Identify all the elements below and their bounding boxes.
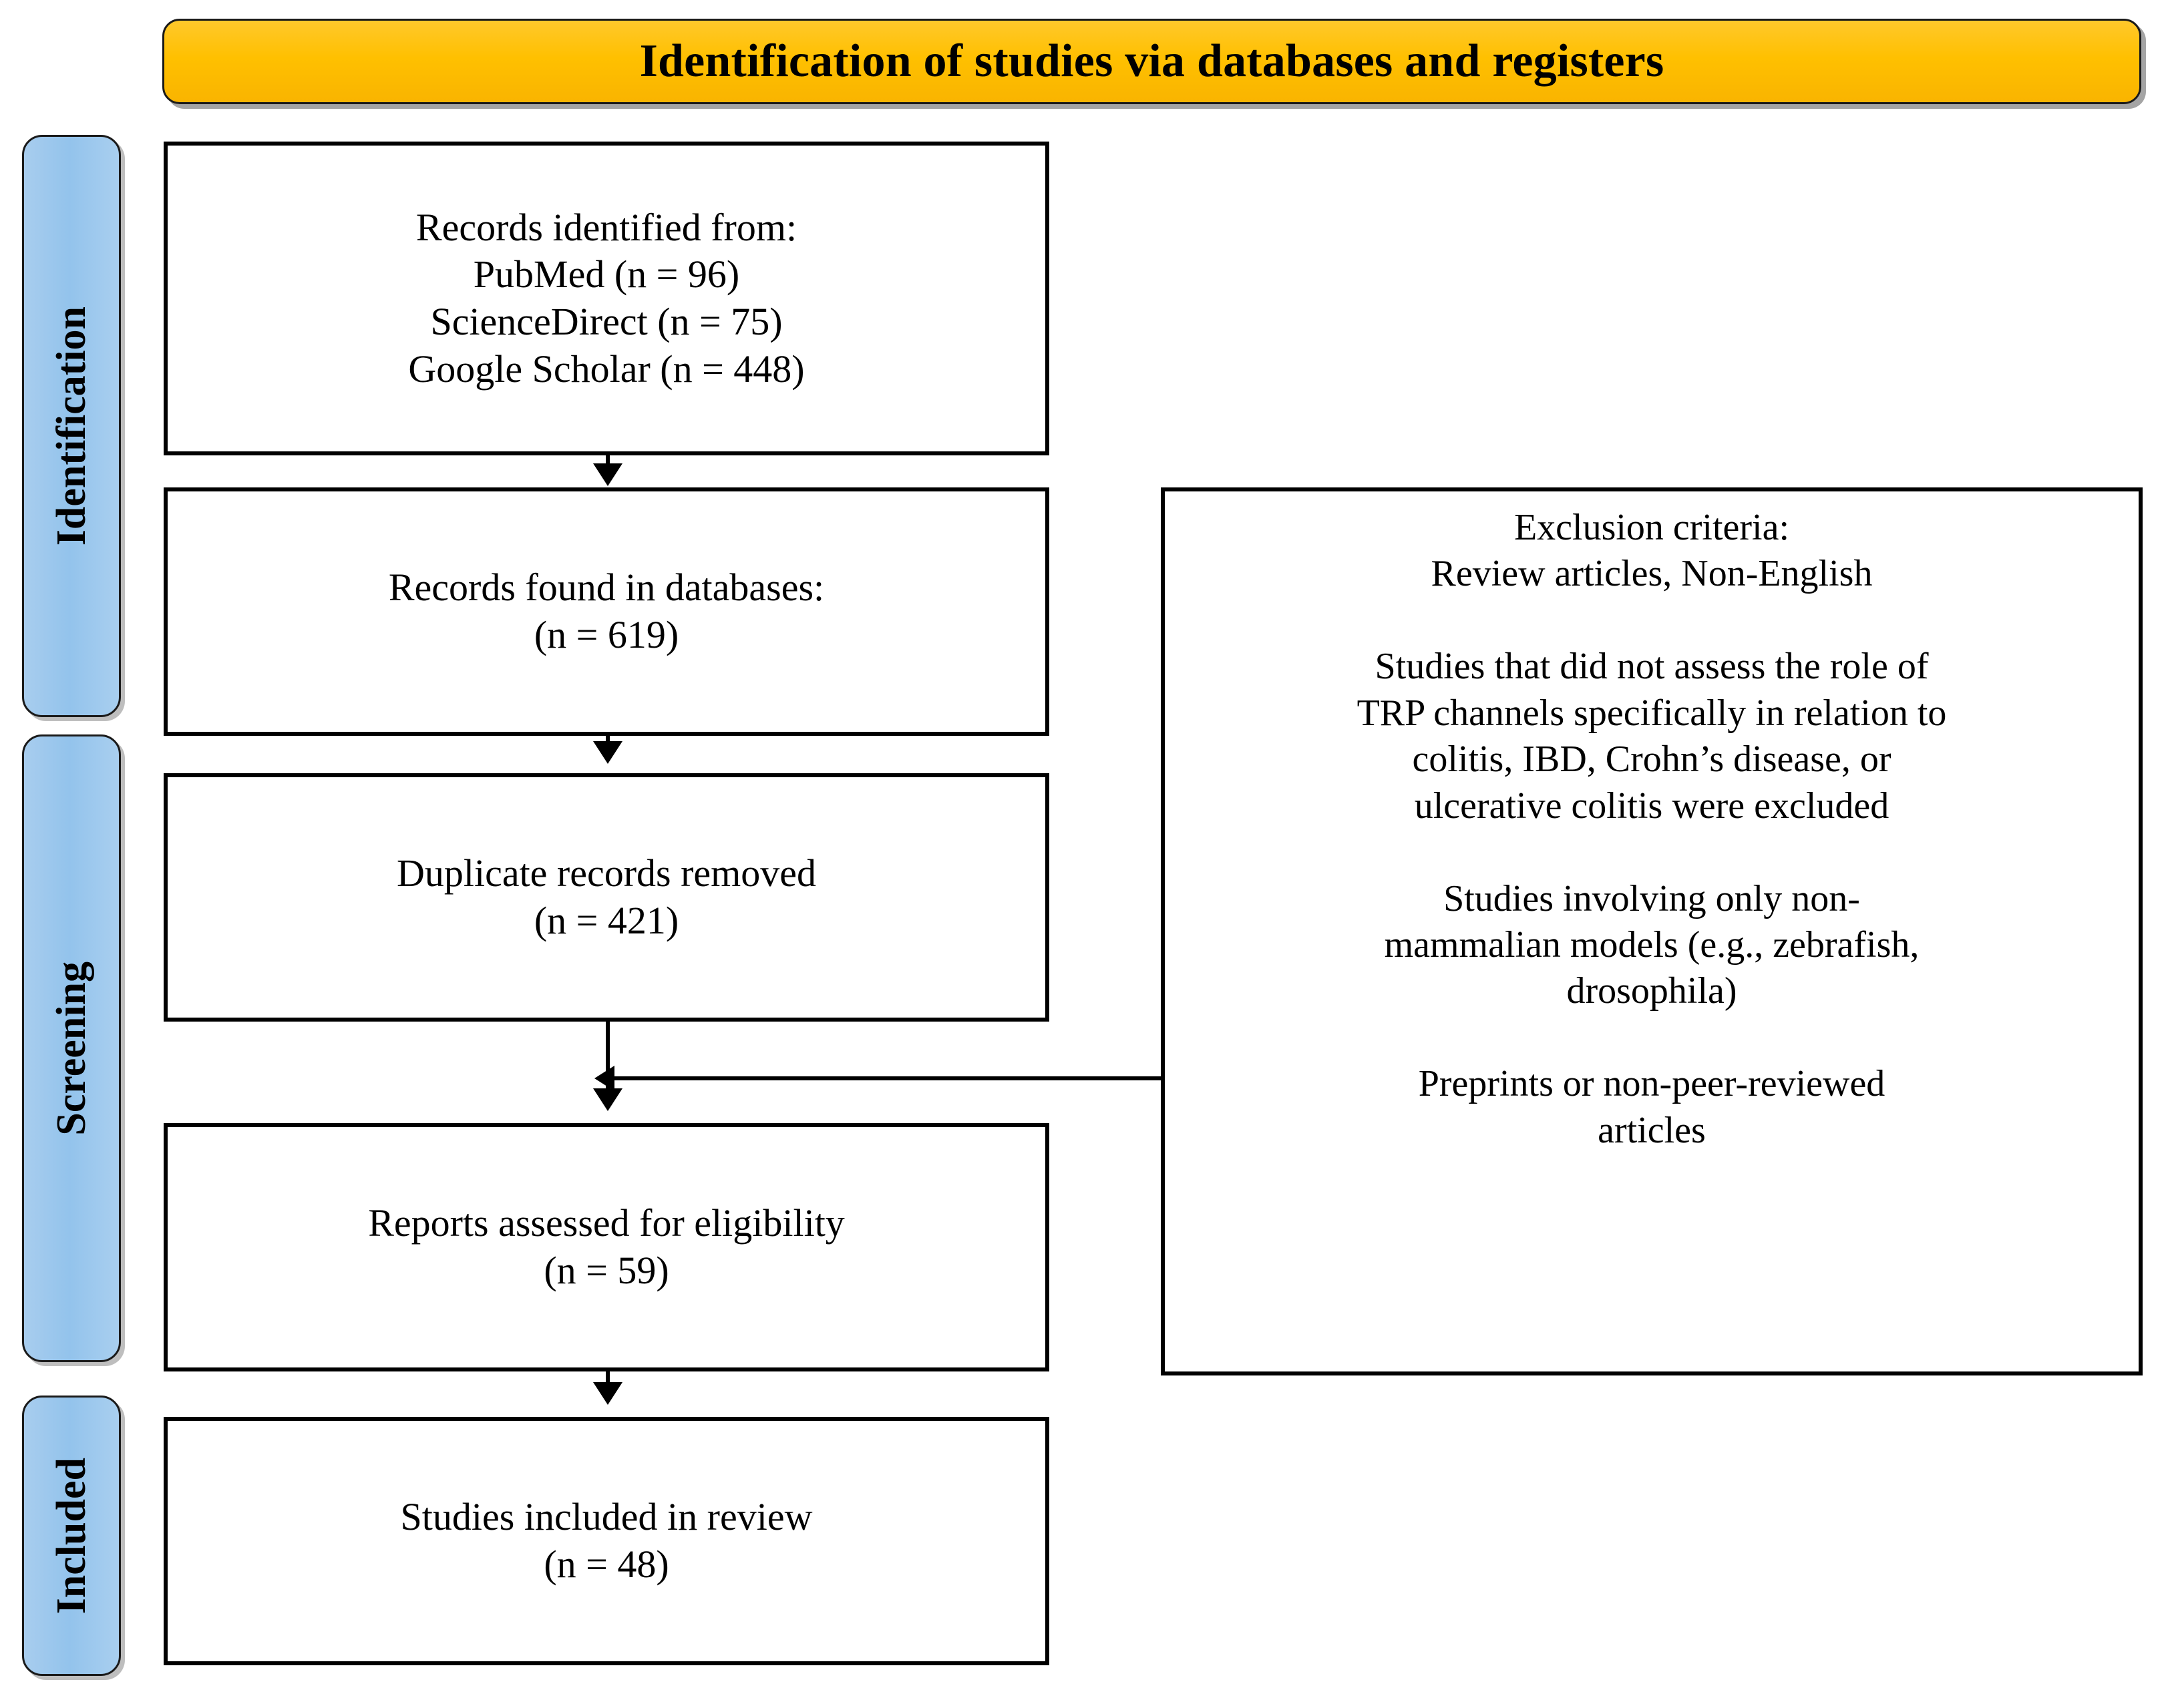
arrow-down-icon (593, 741, 622, 764)
phase-tab-included: Included (22, 1396, 121, 1676)
connector-line-exclusion-to-eligibility (608, 1076, 1162, 1080)
flow-box-text-duplicates-removed: Duplicate records removed (n = 421) (396, 851, 817, 942)
flow-box-exclusion-criteria: Exclusion criteria: Review articles, Non… (1161, 487, 2143, 1375)
flow-box-text-studies-included: Studies included in review (n = 48) (400, 1495, 813, 1586)
flow-box-records-identified: Records identified from: PubMed (n = 96)… (164, 142, 1049, 455)
page-title: Identification of studies via databases … (639, 35, 1664, 87)
flow-box-duplicates-removed: Duplicate records removed (n = 421) (164, 773, 1049, 1022)
flow-box-records-found: Records found in databases: (n = 619) (164, 487, 1049, 736)
phase-tab-label-identification: Identification (49, 306, 94, 546)
phase-tab-screening: Screening (22, 734, 121, 1362)
connector-line-duplicates-to-eligibility (606, 1022, 610, 1107)
phase-tab-label-included: Included (49, 1457, 94, 1615)
diagram-header-banner: Identification of studies via databases … (162, 19, 2141, 104)
flow-box-reports-assessed: Reports assessed for eligibility (n = 59… (164, 1123, 1049, 1371)
arrow-down-icon (593, 1088, 622, 1111)
flow-box-studies-included: Studies included in review (n = 48) (164, 1417, 1049, 1665)
phase-tab-label-screening: Screening (49, 961, 94, 1136)
flow-box-text-records-identified: Records identified from: PubMed (n = 96)… (408, 205, 805, 391)
arrow-down-icon (593, 1382, 622, 1405)
flow-box-text-records-found: Records found in databases: (n = 619) (388, 566, 825, 656)
flow-box-text-exclusion-criteria: Exclusion criteria: Review articles, Non… (1357, 507, 1947, 1151)
arrow-left-icon (594, 1066, 614, 1091)
arrow-down-icon (593, 463, 622, 486)
phase-tab-identification: Identification (22, 135, 121, 717)
flow-box-text-reports-assessed: Reports assessed for eligibility (n = 59… (368, 1201, 845, 1292)
